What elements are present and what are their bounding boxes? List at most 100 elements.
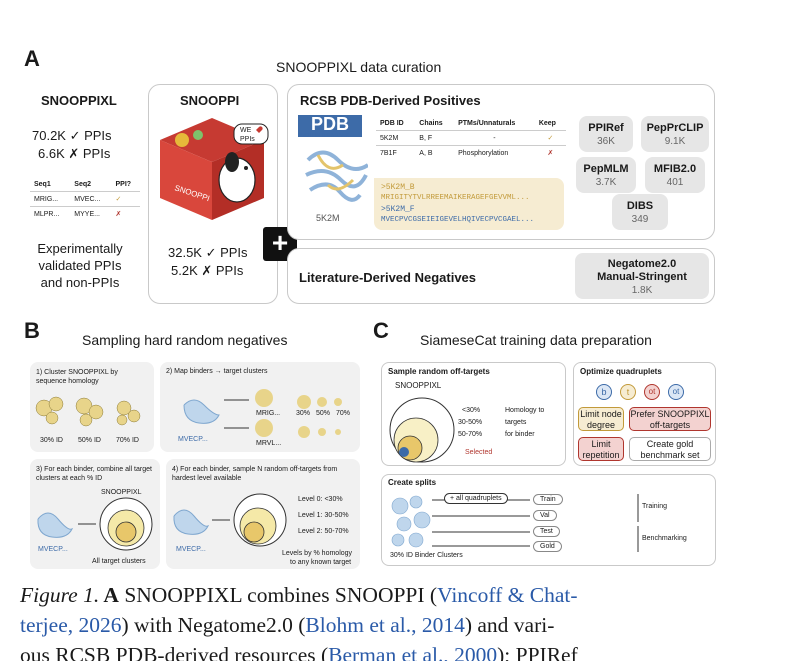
table-cell: ✗: [111, 206, 140, 221]
step3-bottom: All target clusters: [92, 558, 146, 565]
source-name: MFIB2.0: [653, 163, 697, 175]
step3-seq: MVECP...: [38, 546, 68, 553]
source-count: 36K: [597, 136, 615, 147]
structure-label: 5K2M: [316, 213, 340, 223]
step1-label-30: 30% ID: [40, 437, 63, 444]
protein-structure-5k2m-icon: [305, 150, 368, 202]
benchmarking-label: Benchmarking: [642, 535, 687, 542]
seq-b: MRIGITYTVLRREEMAIKERAGEFGEVVML...: [381, 194, 530, 202]
caption-text: SNOOPPIXL combines SNOOPPI (: [118, 583, 438, 607]
pdb-logo: PDB: [298, 115, 362, 137]
step3-top: SNOOPPIXL: [101, 489, 142, 496]
snooppixl-ppi-count: 70.2K ✓ PPIs: [32, 128, 112, 143]
col-header: Seq1: [34, 181, 51, 188]
snooppixl-table: Seq1 Seq2 PPI? MRIG... MVEC... ✓ MLPR...…: [30, 178, 140, 221]
col-header: PPI?: [115, 181, 132, 188]
rcsb-table: PDB ID Chains PTMs/Unnaturals Keep 5K2M …: [376, 117, 566, 160]
step2-seq2: MRVL...: [256, 440, 282, 447]
caption-panel-ref: A: [99, 583, 119, 607]
table-cell: -: [454, 130, 535, 146]
step1-text: 1) Cluster SNOOPPIXL by sequence homolog…: [36, 369, 118, 385]
sample-circles-illustration: [389, 397, 455, 463]
levels-note-1: Levels by % homology: [282, 550, 353, 557]
step2-pct-30: 30%: [296, 410, 311, 417]
table-cell: B, F: [415, 130, 455, 146]
binder-glyph-icon: b: [596, 384, 612, 400]
snoopy-ear-icon: [225, 152, 239, 172]
figure-caption: Figure 1. A SNOOPPIXL combines SNOOPPI (…: [20, 580, 810, 661]
caption-citation-link[interactable]: Blohm et al., 2014: [305, 613, 465, 637]
level-0: Level 0: <30%: [298, 496, 343, 503]
panel-c-title: SiameseCat training data preparation: [420, 332, 652, 348]
caption-text: ) and vari-: [464, 613, 555, 637]
snooppi-ppi-count: 32.5K ✓ PPIs: [168, 245, 248, 260]
snooppi-nonppi-count: 5.2K ✗ PPIs: [171, 263, 244, 278]
caption-line-3: ous RCSB PDB-derived resources (Berman e…: [20, 640, 810, 661]
source-pepprclip: PepPrCLIP 9.1K: [641, 116, 709, 152]
source-negatome: Negatome2.0 Manual-Stringent 1.8K: [575, 253, 709, 299]
snooppixl-header: SNOOPPIXL: [41, 93, 117, 108]
step4-text: 4) For each binder, sample N random off-…: [172, 466, 338, 482]
level-2: Level 2: 50-70%: [298, 528, 349, 535]
caption-line-2: terjee, 2026) with Negatome2.0 (Blohm et…: [20, 610, 810, 640]
chip-limit-node-degree: Limit node degree: [578, 407, 624, 431]
step4-seq: MVECP...: [176, 546, 206, 553]
source-mfib: MFIB2.0 401: [645, 157, 705, 193]
optimize-header: Optimize quadruplets: [580, 367, 662, 376]
step3-illustration: [37, 497, 153, 551]
sample-header: Sample random off-targets: [388, 367, 490, 376]
source-count: 9.1K: [664, 136, 686, 147]
doghouse-wall-left: [160, 140, 212, 220]
step2-seq1: MRIG...: [256, 410, 281, 417]
source-name: Manual-Stringent: [597, 271, 687, 283]
sequence-box: [374, 178, 564, 230]
caption-citation-link[interactable]: Berman et al., 2000: [328, 643, 498, 661]
source-count: 349: [631, 214, 649, 225]
caption-citation-link[interactable]: terjee, 2026: [20, 613, 122, 637]
off-target-glyph-icon: ot: [644, 384, 660, 400]
panel-a-letter: A: [24, 46, 40, 71]
off-target-glyph-icon: ot: [668, 384, 684, 400]
col-header: Keep: [538, 120, 556, 127]
cluster-circles-illustration: [35, 396, 141, 427]
split-train: Train: [533, 494, 563, 505]
protein-blob-icon: [193, 130, 203, 140]
step4-illustration: [173, 493, 287, 547]
col-header: PDB ID: [380, 120, 404, 127]
step2-pct-50: 50%: [316, 410, 331, 417]
source-count: 401: [666, 177, 684, 188]
source-count: 1.8K: [631, 285, 653, 296]
source-pepmlm: PepMLM 3.7K: [576, 157, 636, 193]
table-cell: Phosphorylation: [454, 145, 535, 160]
caption-text: ) with Negatome2.0 (: [121, 613, 306, 637]
rcsb-header: RCSB PDB-Derived Positives: [300, 93, 481, 108]
panel-b-title: Sampling hard random negatives: [82, 332, 288, 348]
source-count: 3.7K: [595, 177, 617, 188]
target-glyph-icon: t: [620, 384, 636, 400]
caption-text: ); PPIRef: [497, 643, 578, 661]
pdb-logo-sub: PROTEIN DATA BANK: [298, 133, 349, 139]
caption-figure-label: Figure 1.: [20, 583, 100, 607]
col-header: PTMs/Unnaturals: [458, 120, 516, 127]
panel-c-letter: C: [373, 318, 389, 343]
table-cell: ✓: [111, 191, 140, 207]
snooppixl-description: Experimentally validated PPIs and non-PP…: [20, 240, 140, 291]
training-label: Training: [642, 503, 668, 510]
step1-label-70: 70% ID: [116, 437, 139, 444]
table-cell: ✓: [534, 130, 566, 146]
step2-pct-70: 70%: [336, 410, 351, 417]
homology-3: for binder: [505, 431, 535, 438]
seq-f-header: >5K2M_F: [381, 205, 415, 214]
svg-text:WE: WE: [240, 127, 252, 134]
chip-prefer-snooppixl: Prefer SNOOPPIXL off-targets: [629, 407, 711, 431]
caption-text: ous RCSB PDB-derived resources (: [20, 643, 329, 661]
literature-header: Literature-Derived Negatives: [299, 270, 477, 285]
desc-line: validated PPIs: [38, 258, 122, 273]
table-cell: MVEC...: [70, 191, 112, 207]
split-gold: Gold: [533, 541, 562, 552]
sample-label: SNOOPPIXL: [395, 381, 442, 390]
caption-citation-link[interactable]: Vincoff & Chat-: [437, 583, 578, 607]
source-name: Negatome2.0: [607, 258, 677, 270]
desc-line: Experimentally: [37, 241, 123, 256]
level-1: Level 1: 30-50%: [298, 512, 349, 519]
